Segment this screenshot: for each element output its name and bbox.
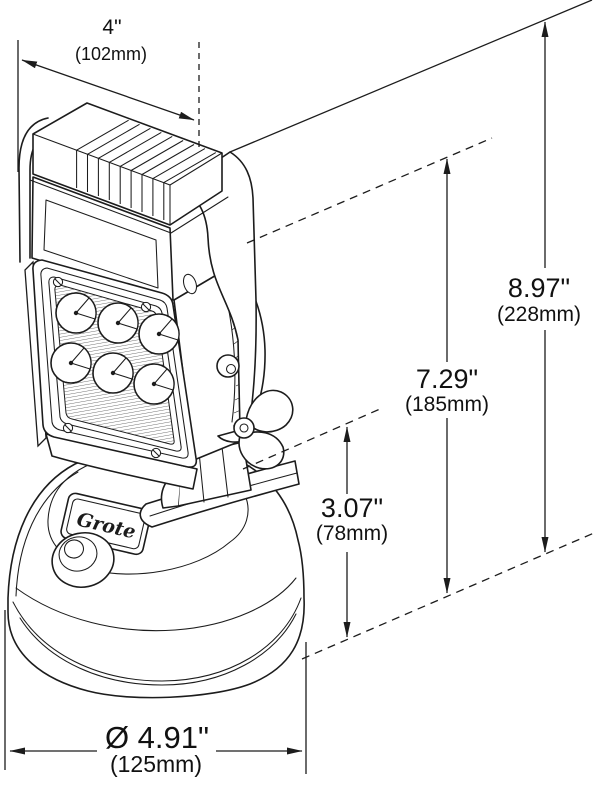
led-lens — [97, 302, 139, 344]
lamp-face — [24, 259, 198, 490]
lamp-top — [31, 176, 174, 301]
dim-lamp-metric: (185mm) — [405, 393, 489, 416]
led-lens — [138, 313, 180, 355]
base-rim-lip — [19, 613, 297, 686]
screw-icon — [140, 301, 152, 313]
dim-width-metric: (102mm) — [75, 44, 147, 64]
dim-bracket-height: 3.07" (78mm) — [242, 408, 388, 638]
dim-bracket-metric: (78mm) — [316, 522, 388, 545]
wing-knob-lower-petal — [238, 431, 285, 470]
power-button-cap — [63, 539, 85, 559]
dim-lamp-inches: 7.29" — [416, 364, 478, 394]
frame-screws — [52, 276, 162, 459]
wing-knob — [233, 389, 294, 470]
base-rim-seam — [12, 597, 302, 682]
heat-sink-outline — [32, 102, 223, 226]
dim-overall-metric: (228mm) — [497, 303, 581, 326]
led-lens — [92, 352, 134, 394]
heat-sink-fins — [76, 119, 217, 184]
power-button — [51, 532, 115, 588]
lamp-top-plateau — [43, 199, 159, 289]
pivot-bolt-center — [225, 363, 237, 375]
heat-sink-fin-ends — [76, 150, 165, 220]
magnetic-base: Grote — [7, 445, 305, 699]
wing-knob-hub — [233, 417, 255, 439]
dim-diameter-inches: Ø 4.91" — [105, 720, 209, 755]
heat-sink — [29, 102, 229, 234]
bracket-left-outer — [18, 117, 49, 263]
dim-overall-ext-top — [229, 0, 593, 153]
dim-width: 4" (102mm) — [17, 16, 200, 172]
fork-rib-right — [221, 446, 229, 498]
led-lens — [50, 342, 92, 384]
led-array — [50, 292, 180, 405]
face-bezel — [48, 276, 182, 452]
dim-width-arrow-right — [107, 89, 195, 121]
screw-icon — [52, 276, 64, 288]
dim-base-bottom-ext-dashed — [301, 532, 595, 660]
dim-width-arrow-left — [21, 59, 109, 91]
dim-overall-height: 8.97" (228mm) — [229, 0, 593, 553]
led-lens — [55, 292, 97, 334]
pivot-bolt — [216, 354, 240, 378]
dim-lamp-ext-dashed — [246, 137, 493, 244]
led-lens — [133, 363, 175, 405]
base-waist-seam — [15, 577, 297, 632]
wing-knob-hub-center — [239, 423, 249, 433]
dim-lamp-height: 7.29" (185mm) — [246, 137, 493, 594]
lamp-bottom-skirt — [45, 433, 198, 490]
face-frame-inner — [40, 267, 189, 459]
dim-width-inches: 4" — [102, 16, 121, 39]
heat-sink-base-plate — [29, 179, 229, 234]
dim-bracket-inches: 3.07" — [321, 493, 383, 523]
dim-base-diameter: Ø 4.91" (125mm) — [4, 610, 307, 777]
fork-rib-left — [198, 451, 205, 503]
dim-diameter-metric: (125mm) — [110, 751, 202, 777]
dim-bracket-ext-dashed — [242, 408, 381, 470]
screw-icon — [62, 422, 74, 434]
strap-end-hook — [139, 503, 153, 528]
wing-knob-upper-petal — [245, 389, 294, 433]
side-slot-hole — [182, 273, 198, 295]
dim-overall-inches: 8.97" — [508, 273, 570, 303]
screw-icon — [150, 447, 162, 459]
